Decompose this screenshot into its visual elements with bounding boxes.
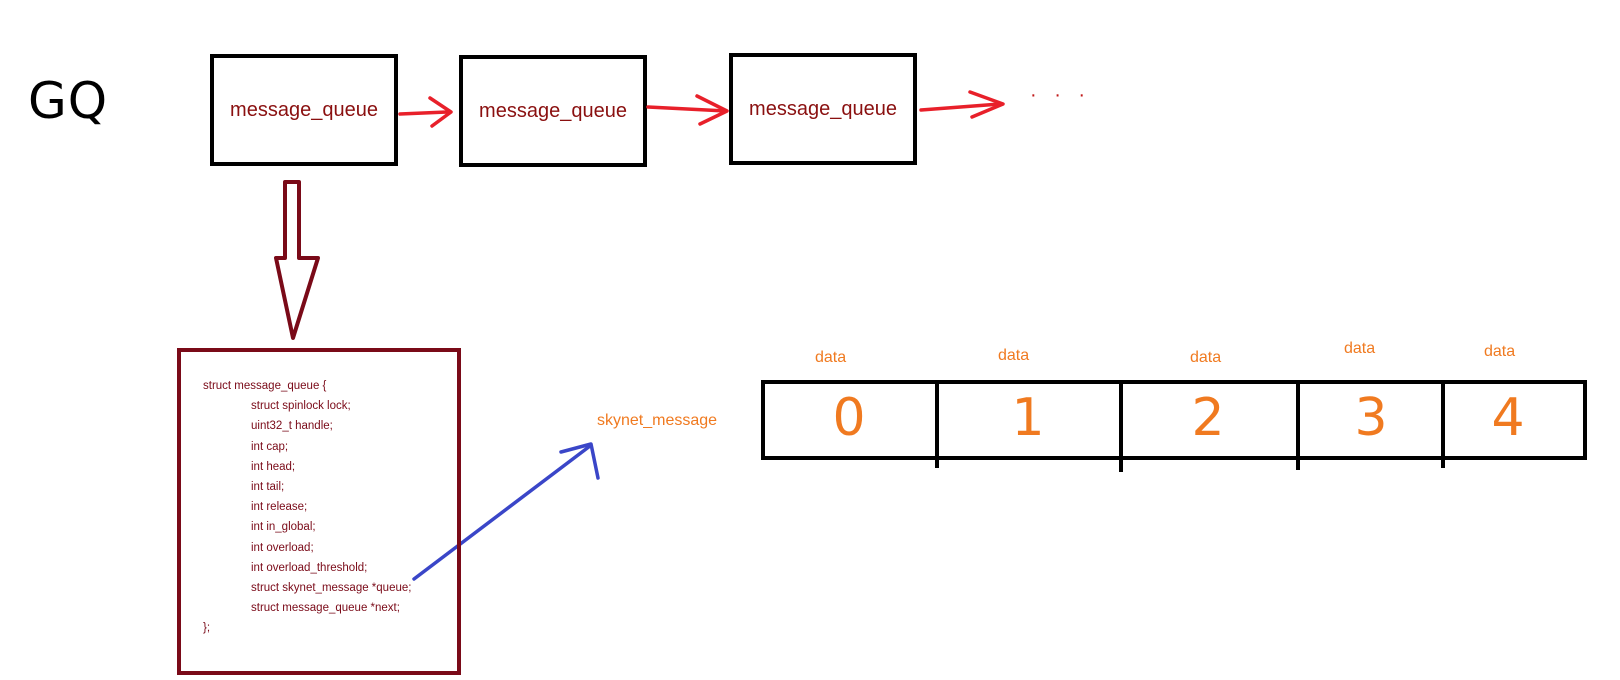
array-cell-index: 3 [1354, 388, 1388, 448]
message-queue-node-label: message_queue [749, 97, 897, 120]
struct-field-line: int in_global; [251, 521, 316, 534]
struct-field-line: int overload_threshold; [251, 561, 368, 574]
struct-field-line: struct spinlock lock; [251, 400, 351, 413]
array-cell-data-label: data [1484, 343, 1516, 360]
struct-field-line: int tail; [251, 481, 285, 494]
struct-close-line: }; [203, 622, 211, 635]
array-cell-divider [1296, 380, 1300, 470]
struct-open-line: struct message_queue { [203, 380, 327, 392]
struct-field-line: int overload; [251, 541, 314, 554]
link-arrow-1 [398, 96, 453, 128]
struct-field-line: int cap; [251, 440, 289, 453]
array-cell-data-label: data [815, 349, 847, 366]
queue-continuation-ellipsis: · · · [1030, 84, 1092, 106]
message-queue-node-label: message_queue [479, 99, 627, 122]
skynet-message-label: skynet_message [597, 412, 718, 429]
skynet-message-array: 0 1 2 3 4 [761, 380, 1587, 472]
array-cell-index: 1 [1011, 388, 1045, 448]
array-cell-data-label: data [1344, 340, 1376, 357]
array-cell-divider [1119, 380, 1123, 472]
message-queue-node-2: message_queue [459, 55, 647, 167]
global-queue-label: GQ [28, 72, 109, 130]
message-queue-node-label: message_queue [230, 98, 378, 121]
array-cell-divider [935, 380, 939, 468]
array-cell-index: 2 [1191, 388, 1225, 448]
message-queue-node-1: message_queue [210, 54, 398, 166]
array-cell-index: 0 [832, 388, 866, 448]
pointer-arrow [412, 442, 600, 581]
array-cell-divider [1441, 380, 1445, 468]
struct-field-line: struct skynet_message *queue; [251, 582, 412, 595]
struct-field-line: struct message_queue *next; [251, 602, 400, 615]
struct-definition-code: struct message_queue { struct spinlock l… [203, 376, 411, 639]
struct-field-line: int head; [251, 460, 296, 473]
expand-arrow [274, 180, 320, 340]
array-cell-data-label: data [998, 347, 1030, 364]
array-cell-data-label: data [1190, 349, 1222, 366]
struct-field-line: uint32_t handle; [251, 420, 333, 433]
link-arrow-3 [919, 90, 1005, 119]
message-queue-struct-box: struct message_queue { struct spinlock l… [177, 348, 461, 675]
struct-field-line: int release; [251, 501, 308, 514]
message-queue-node-3: message_queue [729, 53, 917, 165]
array-cell-index: 4 [1491, 388, 1525, 448]
link-arrow-2 [646, 94, 729, 126]
